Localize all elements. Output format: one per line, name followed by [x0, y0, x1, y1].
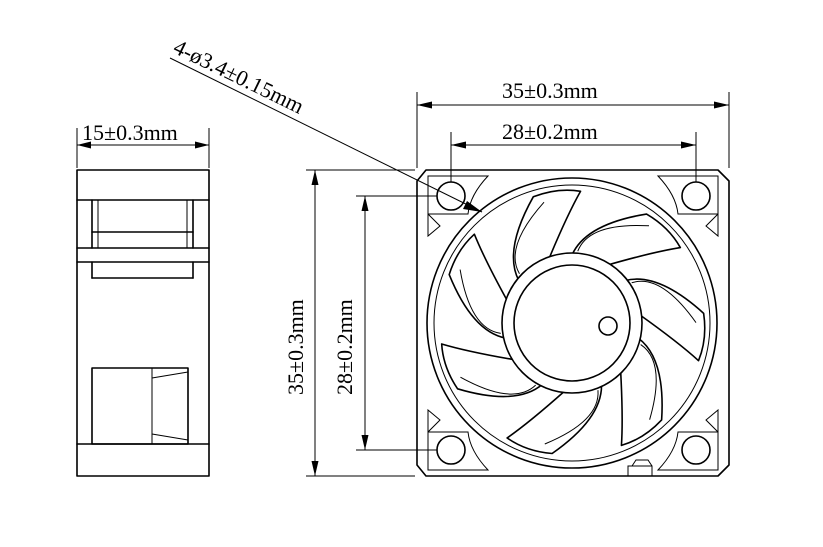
fan-blades	[440, 189, 706, 455]
hole-spacing-width-label: 28±0.2mm	[502, 119, 598, 144]
fan-blade-edge	[459, 269, 501, 334]
hole-spacing-height-dimension	[356, 195, 437, 451]
mounting-hole-top-right	[681, 181, 711, 211]
hole-spacing-height-label: 28±0.2mm	[332, 299, 357, 395]
frame-edge-tabs	[427, 212, 719, 434]
frame-outline	[416, 169, 730, 477]
fan-blade	[506, 383, 603, 455]
hub-dot	[598, 316, 618, 336]
side-thickness-dimension	[76, 128, 210, 168]
fan-blade-edge	[514, 201, 545, 275]
venturi-outer-ring	[426, 177, 718, 469]
fan-blade-edge	[544, 390, 599, 445]
side-view: 15±0.3mm	[76, 120, 210, 477]
frame-height-label: 35±0.3mm	[283, 299, 308, 395]
fan-blade-edge	[460, 376, 537, 395]
hole-spacing-width-dimension	[450, 132, 697, 182]
fan-blade	[624, 278, 706, 362]
mounting-hole-bottom-right	[681, 435, 711, 465]
fan-blade	[512, 189, 582, 282]
cable-notch	[627, 465, 653, 476]
fan-blade	[571, 213, 682, 266]
side-view-bottom-housing	[76, 367, 210, 445]
mounting-hole-top-left	[436, 181, 466, 211]
hole-spec-label: 4-ø3.4±0.15mm	[170, 34, 308, 119]
side-thickness-label: 15±0.3mm	[82, 120, 178, 145]
fan-blade	[619, 337, 663, 447]
side-view-top-housing	[76, 199, 210, 279]
mounting-hole-bosses	[427, 175, 719, 471]
frame-width-dimension	[416, 92, 730, 168]
hub-outer	[501, 252, 643, 394]
hub-inner	[513, 264, 631, 382]
front-view	[416, 169, 730, 477]
frame-height-dimension	[306, 169, 415, 477]
fan-blade	[440, 343, 544, 398]
fan-blade-edge	[631, 280, 697, 323]
fan-blade	[448, 233, 509, 339]
hole-callout-leader	[169, 57, 483, 213]
venturi-inner-ring	[433, 184, 711, 462]
mounting-hole-bottom-left	[436, 435, 466, 465]
fan-blade-edge	[577, 224, 650, 252]
fan-blade-edge	[640, 344, 657, 420]
frame-width-label: 35±0.3mm	[502, 78, 598, 103]
side-view-outline	[76, 169, 210, 477]
